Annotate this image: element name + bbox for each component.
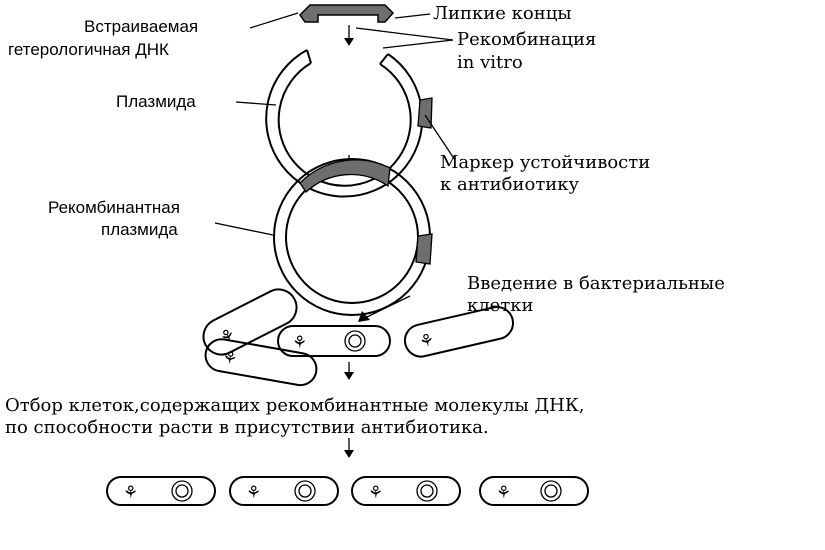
bacterium-2: ⚘ bbox=[277, 325, 391, 357]
selected-bacterium-1: ⚘ bbox=[106, 476, 216, 506]
resistance-marker-2 bbox=[415, 233, 433, 265]
insert-dna-fragment bbox=[299, 4, 395, 23]
marker-label-line2: к антибиотику bbox=[440, 174, 580, 195]
svg-text:⚘: ⚘ bbox=[292, 333, 307, 353]
bacterium-4: ⚘ bbox=[204, 338, 318, 387]
arrow-3 bbox=[344, 362, 354, 380]
selected-bacterium-3: ⚘ bbox=[351, 476, 461, 506]
recombination-label-line2: in vitro bbox=[457, 52, 523, 73]
introduction-label-line1: Введение в бактериальные bbox=[467, 273, 725, 294]
arrow-1 bbox=[344, 25, 354, 46]
marker-label-line1: Маркер устойчивости bbox=[440, 152, 650, 173]
leader-lines bbox=[214, 12, 456, 322]
recombinant-plasmid bbox=[273, 158, 433, 316]
recombinant-label-line1: Рекомбинантная bbox=[48, 198, 180, 217]
svg-text:⚘: ⚘ bbox=[217, 324, 240, 349]
insert-dna-label-line1: Встраиваемая bbox=[84, 17, 198, 36]
selection-label-line1: Отбор клеток,содержащих рекомбинантные м… bbox=[5, 395, 585, 416]
svg-text:⚘: ⚘ bbox=[496, 483, 511, 503]
selected-bacterium-4: ⚘ bbox=[479, 476, 589, 506]
insert-dna-label-line2: гетерологичная ДНК bbox=[8, 40, 169, 59]
svg-text:⚘: ⚘ bbox=[246, 483, 261, 503]
recombination-label-line1: Рекомбинация bbox=[457, 29, 596, 50]
bacterium-3: ⚘ bbox=[403, 306, 514, 358]
selected-bacterium-2: ⚘ bbox=[229, 476, 339, 506]
introduction-label-line2: клетки bbox=[467, 295, 534, 316]
svg-text:⚘: ⚘ bbox=[417, 330, 436, 353]
recombinant-label-line2: плазмида bbox=[101, 220, 178, 239]
bacterium-1: ⚘ bbox=[202, 288, 298, 356]
svg-text:⚘: ⚘ bbox=[123, 483, 138, 503]
selection-label-line2: по способности расти в присутствии антиб… bbox=[5, 417, 489, 438]
plasmid-label: Плазмида bbox=[116, 92, 196, 111]
sticky-ends-label: Липкие концы bbox=[433, 3, 572, 24]
svg-text:⚘: ⚘ bbox=[368, 483, 383, 503]
svg-text:⚘: ⚘ bbox=[220, 348, 238, 370]
inserted-dna-segment bbox=[299, 159, 391, 193]
arrow-4 bbox=[344, 438, 354, 458]
